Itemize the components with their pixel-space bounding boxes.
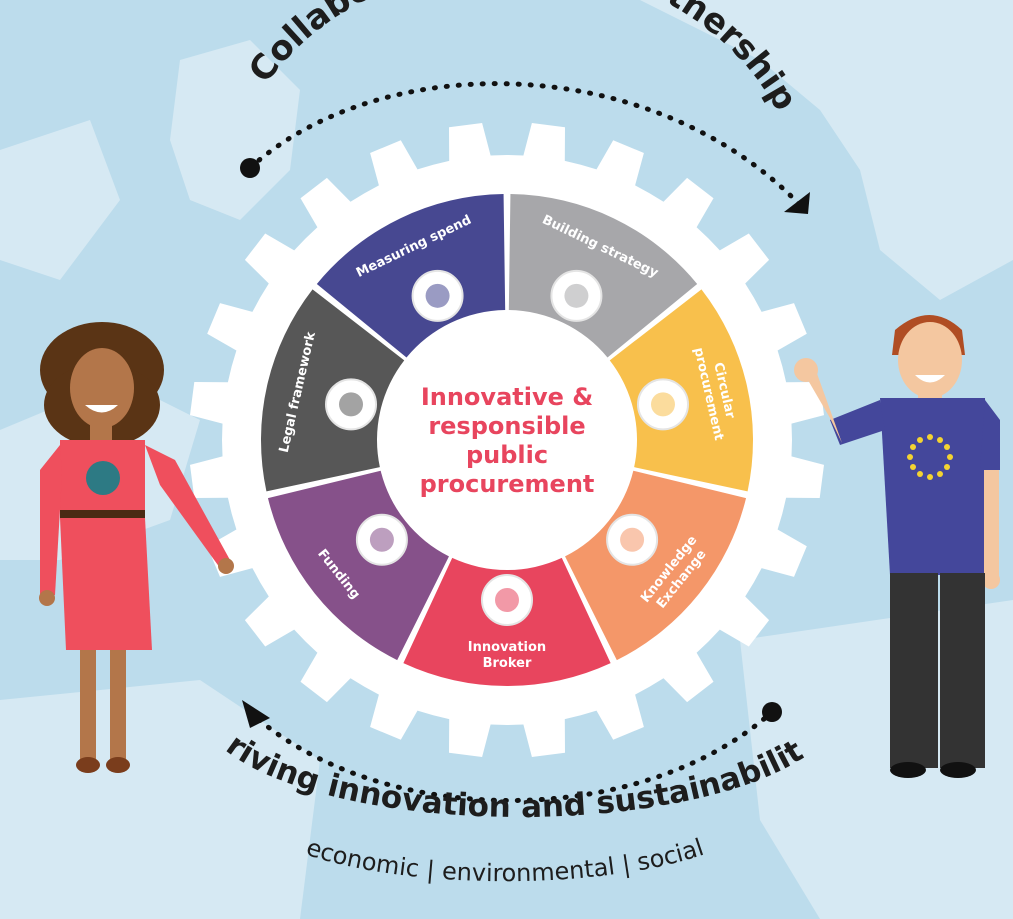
eu-stars-icon: [907, 434, 953, 480]
top-arc-arrowhead: [784, 192, 810, 214]
factory-idea-icon-glyph: [369, 527, 394, 552]
gear-wheel: Building strategyCircularprocurementKnow…: [190, 123, 824, 757]
center-title: Innovative & responsible public procurem…: [420, 383, 595, 498]
bottom-arc-arrowhead: [242, 700, 270, 728]
segment-knowledge-exchange: [565, 470, 747, 661]
people-meeting-icon-glyph: [564, 283, 589, 308]
land-mass-british-isles: [170, 40, 300, 220]
knowledge-exchange-icon-glyph: [620, 527, 645, 552]
team-group-icon-glyph: [495, 588, 519, 612]
center-disc: [379, 312, 635, 568]
segment-funding: [267, 470, 449, 661]
top-arc-start-dot: [240, 158, 260, 178]
recycle-arrows-icon-glyph: [650, 392, 675, 417]
line-chart-icon-glyph: [425, 283, 450, 308]
center-title-line3: public: [466, 441, 548, 469]
segment-building-strategy: [508, 194, 698, 358]
legal-documents-icon-glyph: [339, 392, 364, 417]
badge-icon: [86, 461, 120, 495]
segment-measuring-spend: [316, 194, 506, 358]
land-mass-west: [0, 120, 120, 280]
center-title-line1: Innovative &: [421, 383, 593, 411]
bottom-arc-end-dot: [762, 702, 782, 722]
center-title-line4: procurement: [420, 470, 595, 498]
center-title-line2: responsible: [428, 412, 585, 440]
land-mass-scandinavia: [640, 0, 1013, 300]
woman-figure: [39, 322, 234, 773]
man-figure: [794, 315, 1000, 778]
